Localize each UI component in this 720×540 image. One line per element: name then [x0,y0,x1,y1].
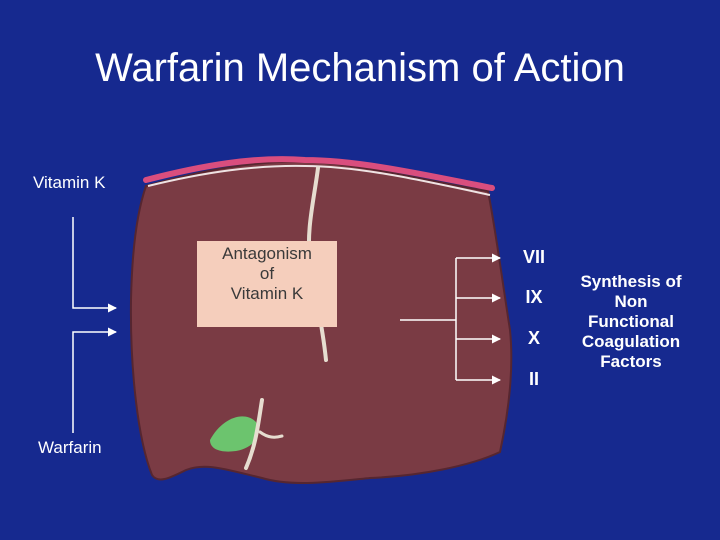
bile-duct [244,398,264,470]
liver-capsule [143,156,495,191]
synthesis-line: Functional [588,312,674,331]
vitamin-k-label: Vitamin K [33,173,106,192]
vitamin-k-arrow [72,217,117,313]
factor-vii: VII [522,247,545,267]
antagonism-line: Vitamin K [230,284,304,303]
synthesis-line: Factors [600,352,662,371]
antagonism-line: of [259,264,275,283]
synthesis-line: Coagulation [581,332,681,351]
factor-x: X [527,328,540,348]
bile-duct-branch [258,430,284,439]
synthesis-line: Synthesis of [580,272,682,291]
warfarin-arrow [72,327,117,433]
warfarin-label: Warfarin [38,438,102,457]
liver-capsule-inner [147,164,491,196]
synthesis-text: Synthesis of Non Functional Coagulation … [562,272,700,372]
factor-ix: IX [525,287,543,307]
antagonism-line: Antagonism [222,244,312,263]
synthesis-line: Non [614,292,648,311]
gallbladder [210,416,258,452]
antagonism-box: Antagonism of Vitamin K [197,241,337,327]
slide-title: Warfarin Mechanism of Action [95,46,625,90]
factor-ii: II [528,369,539,389]
